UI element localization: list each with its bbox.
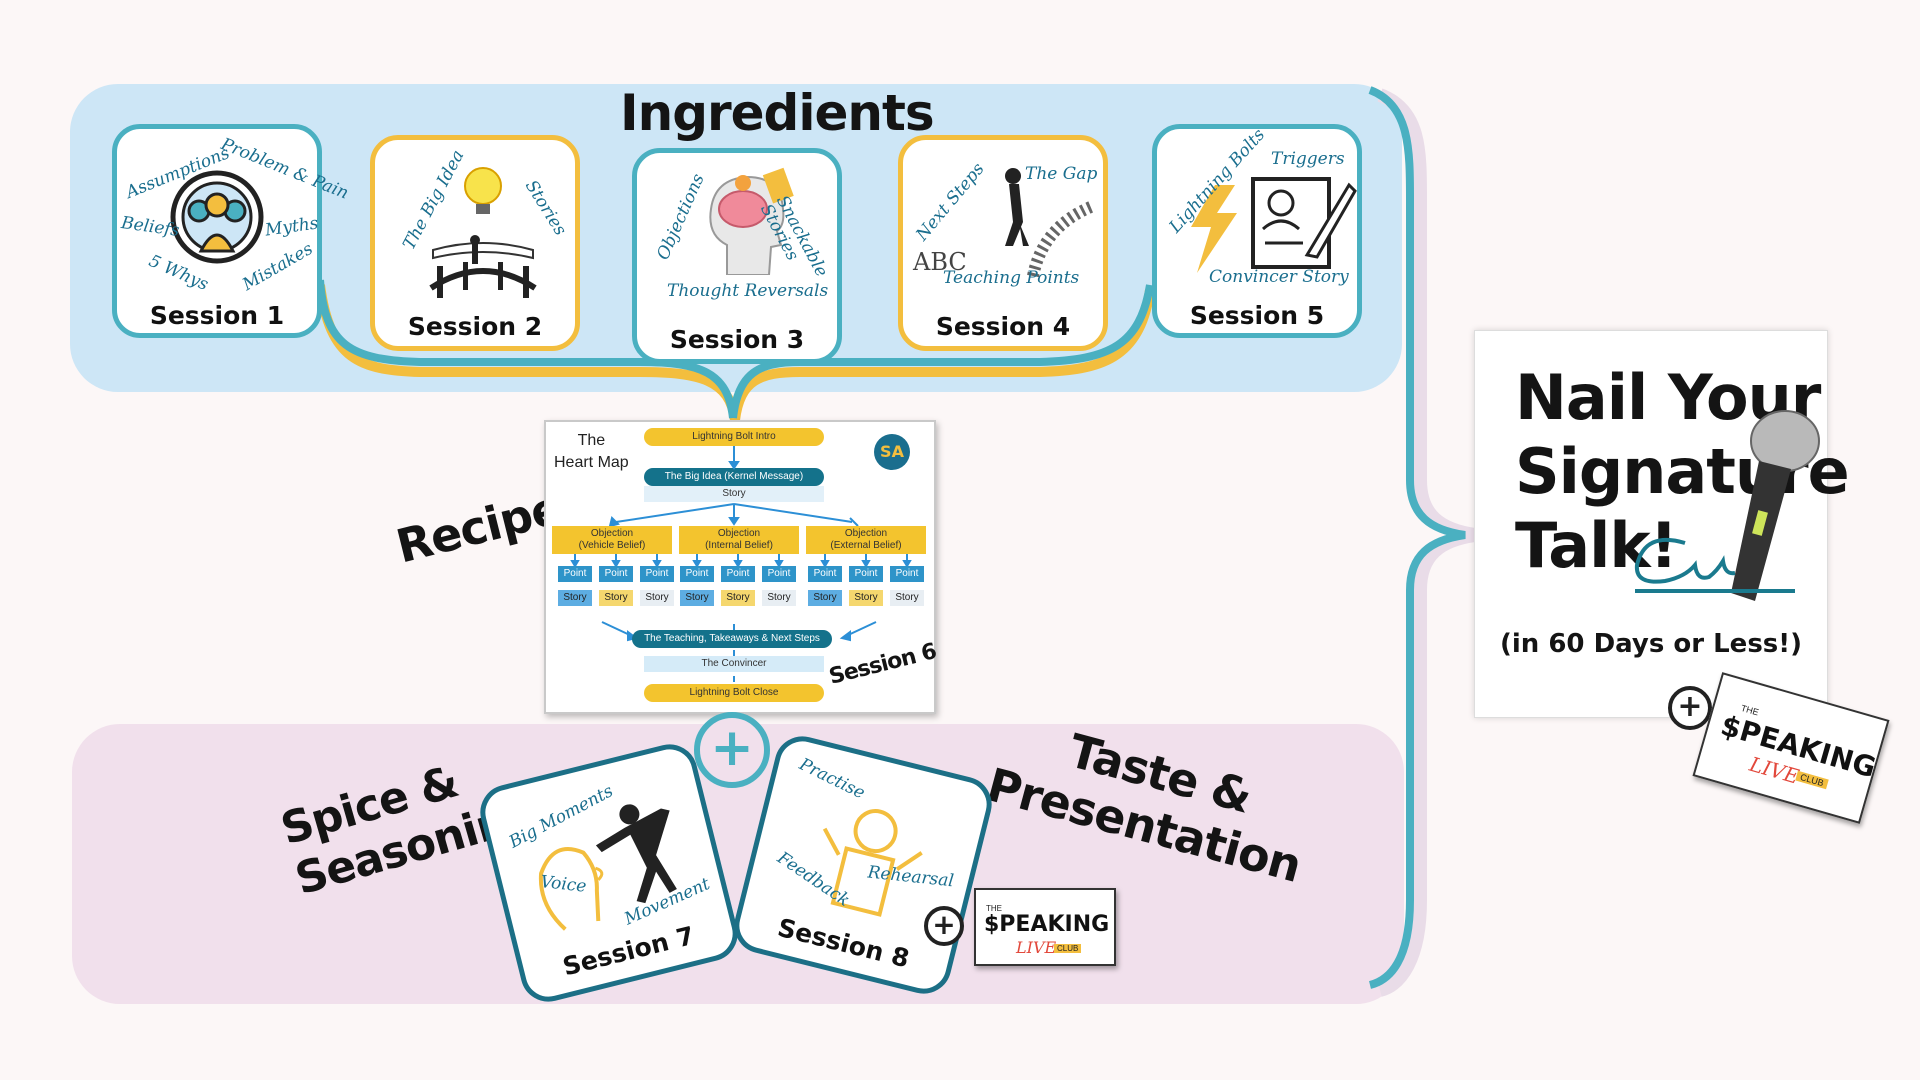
objection-external-title: Objection: [844, 528, 888, 539]
rehearsal-person-icon: [822, 809, 923, 917]
ingredients-title: Ingredients: [620, 84, 935, 142]
lightning-profile-icon: [1191, 177, 1357, 273]
label-triggers: Triggers: [1271, 149, 1345, 169]
sa-badge: SA: [874, 434, 910, 470]
objection-external-sub: (External Belief): [830, 540, 902, 551]
objection-internal: Objection (Internal Belief): [679, 526, 799, 554]
session-1-card: Assumptions Problem & Pain Beliefs Myths…: [112, 124, 351, 338]
label-teaching-points: Teaching Points: [943, 268, 1080, 288]
heart-map-title: The Heart Map: [554, 430, 629, 474]
label-abc: ABC: [913, 248, 967, 276]
point-box: Point: [849, 566, 883, 582]
point-box: Point: [890, 566, 924, 582]
session-4-card: Next Steps The Gap ABC Teaching Points S…: [898, 135, 1108, 351]
result-subtitle: (in 60 Days or Less!): [1499, 629, 1803, 659]
session-1-label: Session 1: [149, 301, 285, 330]
lightning-bolt-intro: Lightning Bolt Intro: [644, 428, 824, 446]
point-arrowhead: [902, 560, 912, 568]
heart-map-title-line-2: Heart Map: [554, 454, 629, 471]
point-box: Point: [721, 566, 755, 582]
speaking-live-club-logo-small: THE $PEAKING LIVE CLUB: [974, 888, 1116, 966]
teaching-box: The Teaching, Takeaways & Next Steps: [632, 630, 832, 648]
logo-small-speaking: $PEAKING: [984, 912, 1110, 937]
session-5-card: Lightning Bolts Triggers Convincer Story…: [1152, 124, 1362, 338]
story-box: Story: [680, 590, 714, 606]
objection-external: Objection (External Belief): [806, 526, 926, 554]
point-arrowhead: [820, 560, 830, 568]
point-box: Point: [599, 566, 633, 582]
point-box: Point: [808, 566, 842, 582]
lightning-bolt-close: Lightning Bolt Close: [644, 684, 824, 702]
lightbulb-bridge-icon: [429, 167, 537, 298]
session-8-card: Practise Rehearsal Feedback Session 8: [728, 730, 998, 1000]
brain-head-icon: [709, 167, 794, 275]
story-box: Story: [890, 590, 924, 606]
heart-map-diagram: The Heart Map SA Lightning Bolt Intro Th…: [544, 420, 936, 714]
heart-map-title-line-1: The: [577, 432, 606, 449]
session-7-card: Big Moments Voice Movement Session 7: [474, 738, 744, 1008]
point-arrowhead: [861, 560, 871, 568]
point-box: Point: [762, 566, 796, 582]
point-arrowhead: [652, 560, 662, 568]
big-idea-story: Story: [644, 486, 824, 502]
story-box: Story: [808, 590, 842, 606]
convincer-box: The Convincer: [644, 656, 824, 672]
session-3-label: Session 3: [669, 325, 805, 354]
point-box: Point: [680, 566, 714, 582]
plus-connector-icon: +: [694, 712, 770, 788]
label-myths: Myths: [263, 213, 320, 241]
objection-vehicle-title: Objection: [590, 528, 634, 539]
point-arrowhead: [611, 560, 621, 568]
logo-small-club: CLUB: [1054, 944, 1082, 953]
label-convincer-story: Convincer Story: [1209, 267, 1349, 287]
label-next-steps: Next Steps: [912, 159, 989, 245]
session-3-card: Objections Snackable Stories Thought Rev…: [632, 148, 842, 364]
story-box: Story: [599, 590, 633, 606]
story-box: Story: [640, 590, 674, 606]
story-box: Story: [849, 590, 883, 606]
logo-small-live: LIVE: [1016, 938, 1057, 957]
plus-small-icon: +: [924, 906, 964, 946]
point-arrowhead: [570, 560, 580, 568]
point-box: Point: [558, 566, 592, 582]
session-4-label: Session 4: [935, 312, 1071, 341]
story-box: Story: [558, 590, 592, 606]
label-thought-reversals: Thought Reversals: [667, 281, 829, 301]
microphone-icon: [1731, 410, 1820, 601]
point-arrowhead: [733, 560, 743, 568]
signature-icon: [1634, 537, 1795, 593]
label-the-gap: The Gap: [1025, 164, 1098, 184]
people-target-icon: [170, 170, 264, 264]
session-5-label: Session 5: [1189, 301, 1325, 330]
point-arrowhead: [692, 560, 702, 568]
result-card: Nail Your Signature Talk! (in 60 Days or…: [1474, 330, 1850, 718]
objection-vehicle: Objection (Vehicle Belief): [552, 526, 672, 554]
logo-small-the: THE: [986, 904, 1002, 913]
plus-right-icon: +: [1668, 686, 1712, 730]
story-box: Story: [762, 590, 796, 606]
objection-internal-title: Objection: [717, 528, 761, 539]
person-on-path-icon: [1005, 168, 1093, 278]
session-2-card: The Big Idea Stories Session 2: [370, 135, 580, 351]
objection-internal-sub: (Internal Belief): [705, 540, 773, 551]
voice-movement-icon: [538, 804, 677, 931]
logo-club: CLUB: [1795, 770, 1829, 790]
point-arrowhead: [774, 560, 784, 568]
big-idea-box: The Big Idea (Kernel Message): [644, 468, 824, 486]
point-box: Point: [640, 566, 674, 582]
story-box: Story: [721, 590, 755, 606]
objection-vehicle-sub: (Vehicle Belief): [578, 540, 646, 551]
session-2-label: Session 2: [407, 312, 543, 341]
